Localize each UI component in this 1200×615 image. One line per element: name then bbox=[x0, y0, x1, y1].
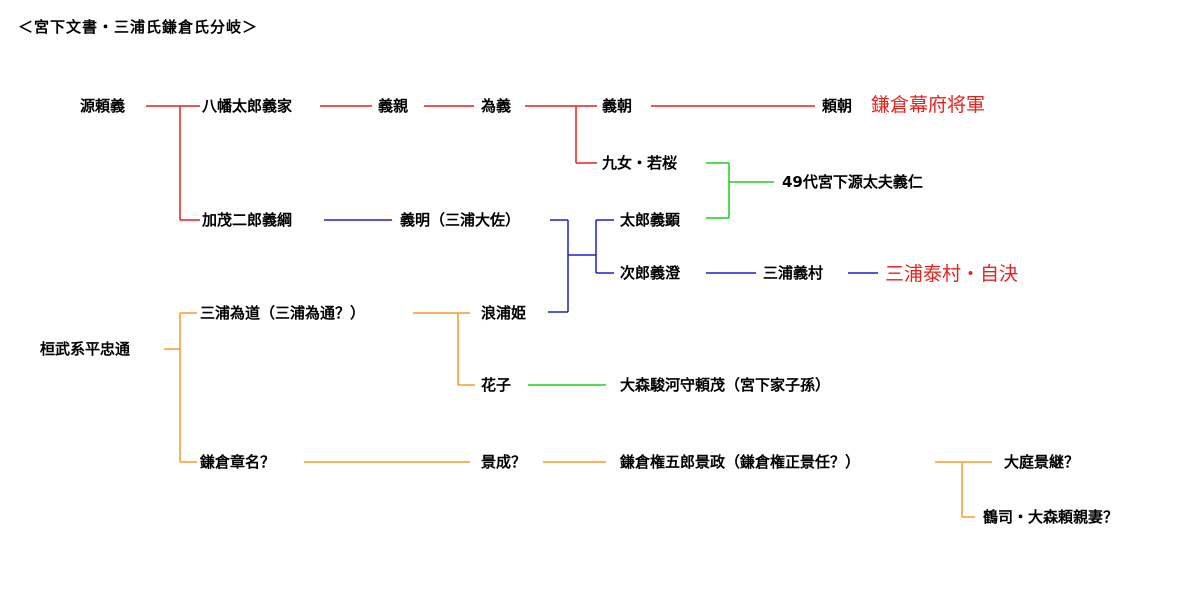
node-kunyo-wakasakura: 九女・若桜 bbox=[602, 154, 678, 172]
node-yoritomo: 頼朝 bbox=[822, 97, 853, 115]
node-yoshitomo: 義朝 bbox=[602, 97, 633, 115]
node-kamakura-shomei: 鎌倉章名？ bbox=[200, 453, 276, 471]
node-kamakura-gongoro: 鎌倉権五郎景政（鎌倉権正景任？） bbox=[620, 453, 861, 471]
node-yoshiaki-miura: 義明（三浦大佐） bbox=[400, 211, 521, 229]
node-yoshichika: 義親 bbox=[378, 97, 409, 115]
blue-connectors bbox=[324, 219, 878, 313]
node-miura-yoshimura: 三浦義村 bbox=[763, 264, 824, 282]
note-kamakura-shogun: 鎌倉幕府将軍 bbox=[871, 94, 986, 116]
node-tameyoshi: 為義 bbox=[481, 97, 512, 115]
node-kagenari: 景成？ bbox=[481, 453, 527, 471]
node-miura-tamemichi: 三浦為道（三浦為通？） bbox=[200, 304, 366, 322]
green-connectors bbox=[528, 162, 774, 386]
node-miyashita-yoshihito: 49代宮下源太夫義仁 bbox=[782, 173, 923, 191]
node-namiura-hime: 浪浦姫 bbox=[481, 304, 527, 322]
node-tsurutsukasa: 鶴司・大森頼親妻？ bbox=[983, 508, 1119, 526]
diagram-title: ＜宮下文書・三浦氏鎌倉氏分岐＞ bbox=[18, 18, 259, 36]
orange-connectors bbox=[164, 312, 992, 518]
red-connectors bbox=[146, 105, 815, 221]
node-omori-suruga: 大森駿河守頼茂（宮下家子孫） bbox=[620, 376, 831, 394]
node-taro-yoshiaki: 太郎義顕 bbox=[620, 211, 681, 229]
node-oba-kagetsugu: 大庭景継？ bbox=[1004, 453, 1080, 471]
node-minamoto-yoriyoshi: 源頼義 bbox=[80, 97, 126, 115]
node-hachiman-taro-yoshiie: 八幡太郎義家 bbox=[202, 97, 293, 115]
note-miura-yasumura: 三浦泰村・自決 bbox=[885, 263, 1019, 285]
node-jiro-yoshizumi: 次郎義澄 bbox=[620, 264, 681, 282]
node-hanako: 花子 bbox=[481, 376, 512, 394]
node-kamo-jiro-yoshitsuna: 加茂二郎義綱 bbox=[202, 211, 293, 229]
node-kanmu-taira-tadamichi: 桓武系平忠通 bbox=[40, 340, 131, 358]
